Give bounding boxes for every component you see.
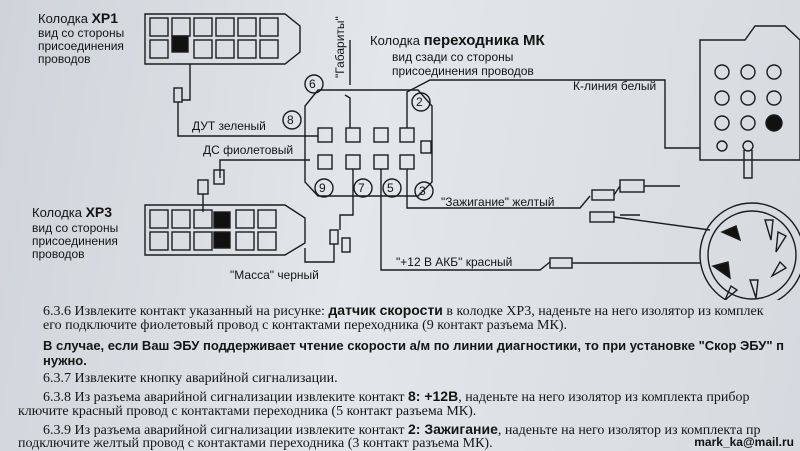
wiring-diagram <box>144 13 800 300</box>
xp3-caption-line3: присоединения <box>32 234 118 248</box>
gabarity-wire-label: "Габариты" <box>333 16 347 78</box>
pin-5-number: 5 <box>387 181 394 195</box>
watermark: mark_ka@mail.ru <box>694 435 794 449</box>
mk-caption-line2: вид сзади со стороны <box>392 50 514 64</box>
dut-wire-label: ДУТ зеленый <box>192 119 266 133</box>
ds-wire-label: ДС фиолетовый <box>203 143 294 157</box>
instruction-6-3-6: 6.3.6 Извлеките контакт указанный на рис… <box>43 302 764 319</box>
ignition-wire-label: "Зажигание" желтый <box>441 195 555 209</box>
xp3-title: Колодка XP3 <box>32 204 113 220</box>
xp3-connector <box>144 204 306 256</box>
pin-callouts <box>282 74 434 201</box>
xp1-title: Колодка XP1 <box>38 10 119 26</box>
xp1-connector <box>144 13 301 65</box>
massa-wire-label: "Масса" черный <box>230 268 319 282</box>
ecu-note-line1: В случае, если Ваш ЭБУ поддерживает чтен… <box>43 338 784 353</box>
xp1-caption-line3: присоединения <box>38 39 124 53</box>
instruction-6-3-8: 6.3.8 Из разъема аварийной сигнализации … <box>43 388 750 405</box>
instruction-6-3-9: 6.3.9 Из разъема аварийной сигнализации … <box>43 421 761 438</box>
pin-8-number: 8 <box>287 113 294 127</box>
mk-title: Колодка переходника МК <box>370 32 545 49</box>
wires <box>173 40 711 271</box>
instruction-6-3-7: 6.3.7 Извлеките кнопку аварийной сигнали… <box>43 371 338 386</box>
ecu-note-line2: нужно. <box>43 353 87 368</box>
k-line-wire-label: К-линия белый <box>573 79 657 93</box>
instruction-6-3-6-cont: его подключите фиолетовый провод с конта… <box>43 318 567 333</box>
pin-9-number: 9 <box>319 181 326 195</box>
akb-wire-label: "+12 В АКБ" красный <box>396 255 513 269</box>
diagnostic-connector <box>699 25 800 179</box>
xp3-caption-line2: вид со стороны <box>32 221 119 235</box>
pin-7-number: 7 <box>358 181 365 195</box>
xp1-caption-line4: проводов <box>38 52 91 66</box>
hazard-switch-connector <box>699 202 800 300</box>
pin-2-number: 2 <box>416 95 423 109</box>
mk-caption-line3: присоединения проводов <box>392 64 534 78</box>
instruction-6-3-9-cont: подключите желтый провод с контактами пе… <box>18 436 493 451</box>
pin-3-number: 3 <box>419 184 426 198</box>
pin-6-number: 6 <box>309 77 316 91</box>
xp3-caption-line4: проводов <box>32 247 85 261</box>
instruction-6-3-8-cont: ключите красный провод с контактами пере… <box>18 404 477 419</box>
xp1-caption-line2: вид со стороны <box>38 26 125 40</box>
